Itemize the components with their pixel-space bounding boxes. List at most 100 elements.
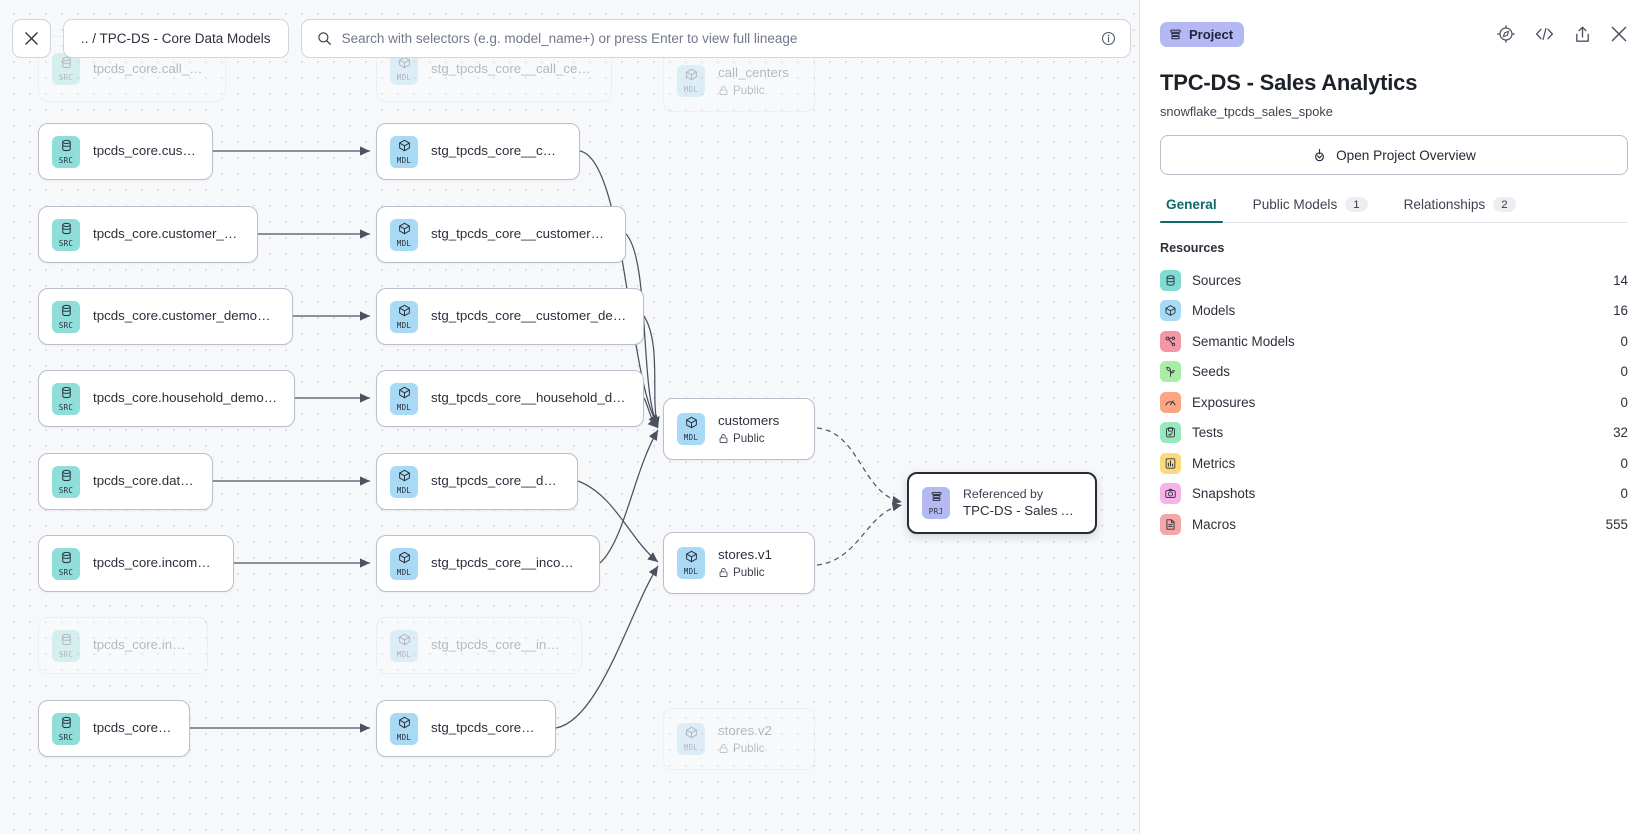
graph-node-mdl-cust-demo[interactable]: MDL stg_tpcds_core__customer_demogra…: [376, 288, 644, 345]
node-kind-badge-src: SRC: [52, 629, 80, 662]
node-title: stg_tpcds_core__call_center: [431, 60, 595, 76]
node-title: tpcds_core.customer_demographics: [93, 308, 276, 324]
node-kind-badge-src: SRC: [52, 135, 80, 168]
info-circle-icon[interactable]: [1101, 31, 1116, 46]
graph-node-mdl-store[interactable]: MDL stg_tpcds_core__store: [376, 700, 556, 757]
graph-node-pub-customers[interactable]: MDL customers Public: [663, 398, 815, 460]
cube-icon: [685, 726, 698, 743]
graph-node-src-hh-demo[interactable]: SRC tpcds_core.household_demographics: [38, 370, 295, 427]
canvas-toolbar: .. / TPC-DS - Core Data Models: [12, 19, 1139, 58]
close-lineage-button[interactable]: [12, 19, 51, 58]
explore-button[interactable]: [1496, 24, 1516, 44]
resource-count: 0: [1620, 455, 1628, 471]
resource-row-sources[interactable]: Sources 14: [1160, 265, 1628, 296]
lineage-canvas[interactable]: SRC tpcds_core.call_center SRC tpcds_cor…: [0, 0, 1140, 834]
node-visibility: Public: [718, 84, 789, 97]
node-title: stg_tpcds_core__income_band: [431, 555, 583, 571]
graph-node-mdl-cust-addr[interactable]: MDL stg_tpcds_core__customer_address: [376, 206, 626, 263]
gauge-icon: [1160, 391, 1181, 413]
resource-count: 16: [1613, 303, 1628, 319]
node-title: stores.v2: [718, 722, 772, 738]
graph-node-src-customer[interactable]: SRC tpcds_core.customer: [38, 123, 213, 180]
tab-general[interactable]: General: [1160, 197, 1235, 223]
graph-node-mdl-date-dim[interactable]: MDL stg_tpcds_core__date_dim: [376, 453, 578, 510]
node-kind-badge-mdl: MDL: [390, 465, 418, 498]
graph-node-mdl-inventory[interactable]: MDL stg_tpcds_core__inventory: [376, 617, 582, 674]
resource-label: Tests: [1192, 425, 1224, 441]
graph-node-prj-referenced-by[interactable]: PRJ Referenced by TPC-DS - Sales Analyti…: [907, 472, 1097, 534]
view-code-button[interactable]: [1534, 26, 1555, 42]
tab-relationships[interactable]: Relationships 2: [1386, 197, 1534, 222]
resource-row-macros[interactable]: Macros 555: [1160, 509, 1628, 540]
graph-node-src-date-dim[interactable]: SRC tpcds_core.date_dim: [38, 453, 213, 510]
graph-node-mdl-hh-demo[interactable]: MDL stg_tpcds_core__household_demogr…: [376, 370, 644, 427]
resource-row-seeds[interactable]: Seeds 0: [1160, 357, 1628, 388]
clipboard-icon: [1160, 422, 1181, 444]
node-kind-badge-mdl: MDL: [677, 413, 705, 445]
node-kind-badge-src: SRC: [52, 712, 80, 745]
compass-icon: [1497, 25, 1515, 43]
graph-node-pub-call-centers[interactable]: MDL call_centers Public: [663, 50, 815, 112]
graph-node-src-cust-addr[interactable]: SRC tpcds_core.customer_address: [38, 206, 258, 263]
node-kind-badge-mdl: MDL: [677, 547, 705, 579]
project-icon: [1170, 29, 1181, 39]
search-bar[interactable]: [300, 19, 1131, 58]
node-title: TPC-DS - Sales Analytics: [963, 502, 1079, 518]
node-title: stg_tpcds_core__inventory: [431, 637, 565, 653]
node-title: tpcds_core.inventory: [93, 637, 191, 653]
close-icon: [25, 32, 38, 45]
node-title: tpcds_core.household_demographics: [93, 390, 278, 406]
share-button[interactable]: [1573, 25, 1592, 44]
resource-row-semantic-models[interactable]: Semantic Models 0: [1160, 326, 1628, 357]
graph-node-pub-stores-v1[interactable]: MDL stores.v1 Public: [663, 532, 815, 594]
graph-node-src-store[interactable]: SRC tpcds_core.store: [38, 700, 190, 757]
graph-node-src-income-band[interactable]: SRC tpcds_core.income_band: [38, 535, 234, 592]
tab-public-models-label: Public Models: [1252, 197, 1338, 212]
resource-count: 14: [1613, 272, 1628, 288]
node-title: tpcds_core.customer_address: [93, 226, 241, 242]
resource-row-models[interactable]: Models 16: [1160, 296, 1628, 327]
node-kind-badge-mdl: MDL: [390, 547, 418, 580]
resource-row-exposures[interactable]: Exposures 0: [1160, 387, 1628, 418]
cube-icon: [398, 469, 411, 486]
code-brackets-icon: [1535, 27, 1554, 41]
node-title: customers: [718, 412, 780, 428]
search-input[interactable]: [341, 31, 1091, 46]
resource-row-snapshots[interactable]: Snapshots 0: [1160, 479, 1628, 510]
node-kind-badge-mdl: MDL: [390, 135, 418, 168]
graph-node-src-cust-demo[interactable]: SRC tpcds_core.customer_demographics: [38, 288, 293, 345]
resource-label: Semantic Models: [1192, 333, 1295, 349]
resource-count: 0: [1620, 364, 1628, 380]
chip-label: Project: [1189, 26, 1234, 42]
resource-count: 0: [1620, 486, 1628, 502]
graph-node-pub-stores-v2[interactable]: MDL stores.v2 Public: [663, 708, 815, 770]
node-kind-badge-mdl: MDL: [677, 65, 705, 97]
panel-header-actions: [1496, 24, 1628, 44]
graph-node-src-inventory[interactable]: SRC tpcds_core.inventory: [38, 617, 208, 674]
graph-nodes: SRC tpcds_core.call_center SRC tpcds_cor…: [38, 36, 1097, 770]
node-kicker: Referenced by: [963, 486, 1043, 501]
resource-count: 0: [1620, 394, 1628, 410]
resources-list: Sources 14 Models 16 Semantic Models 0 S…: [1160, 265, 1628, 540]
project-identifier: snowflake_tpcds_sales_spoke: [1160, 104, 1333, 119]
cube-icon: [685, 416, 698, 433]
node-kind-badge-mdl: MDL: [677, 723, 705, 755]
dbt-logo-icon: [1315, 148, 1325, 161]
node-kind-badge-src: SRC: [52, 218, 80, 251]
database-icon: [1160, 269, 1181, 291]
camera-icon: [1160, 483, 1181, 505]
database-icon: [60, 716, 73, 733]
breadcrumb[interactable]: .. / TPC-DS - Core Data Models: [63, 19, 289, 58]
close-panel-button[interactable]: [1610, 25, 1628, 43]
resource-row-tests[interactable]: Tests 32: [1160, 418, 1628, 449]
cube-icon: [398, 304, 411, 321]
cube-icon: [1160, 300, 1181, 322]
panel-tabs: General Public Models 1 Relationships 2: [1160, 197, 1628, 223]
node-title: stg_tpcds_core__date_dim: [431, 473, 561, 489]
graph-node-mdl-customer[interactable]: MDL stg_tpcds_core__customer: [376, 123, 580, 180]
open-project-overview-button[interactable]: Open Project Overview: [1160, 135, 1628, 175]
node-title: stg_tpcds_core__customer_demogra…: [431, 308, 627, 324]
tab-public-models[interactable]: Public Models 1: [1235, 197, 1386, 222]
resource-row-metrics[interactable]: Metrics 0: [1160, 448, 1628, 479]
graph-node-mdl-income-band[interactable]: MDL stg_tpcds_core__income_band: [376, 535, 600, 592]
